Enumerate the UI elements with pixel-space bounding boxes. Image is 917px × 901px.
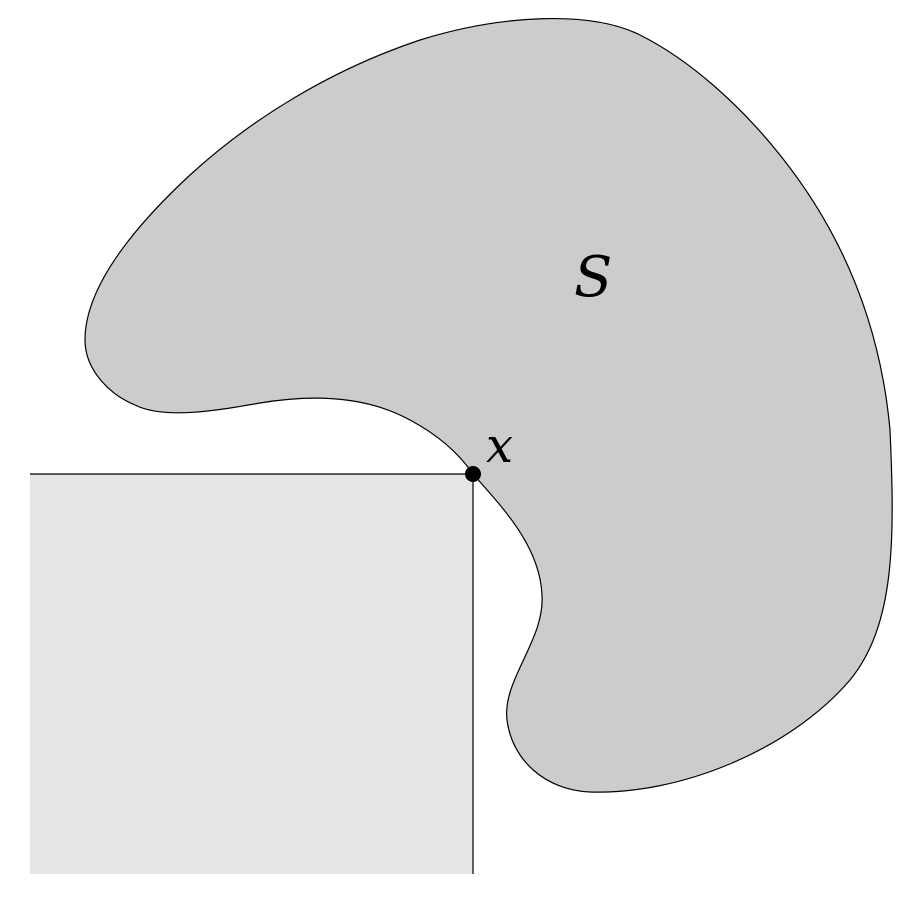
region-s: [84, 17, 893, 793]
quadrant-region: [30, 474, 473, 874]
point-x-marker: [465, 466, 481, 482]
point-x-label: x: [486, 418, 513, 474]
region-s-label: S: [574, 245, 612, 310]
